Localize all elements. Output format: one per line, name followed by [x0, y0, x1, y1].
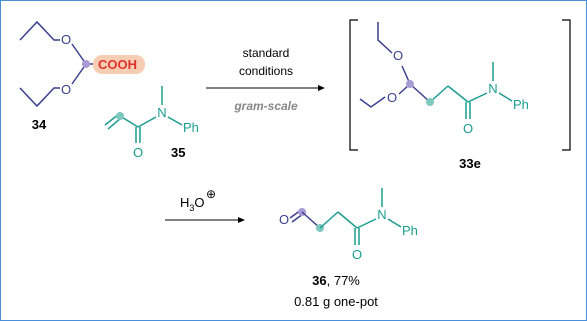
compound-36-bond-ch2-co — [337, 211, 358, 229]
compound-35-radical-acceptor-dot — [116, 112, 124, 120]
compound-34-bond-ch-o — [71, 63, 87, 85]
compound-36-bond-cho-ch2 — [301, 211, 321, 229]
arrow2-head — [238, 217, 245, 223]
compound-33e-bond-c-n — [467, 92, 488, 103]
compound-33e-purple-dot — [406, 80, 414, 88]
compound-34-radical-dot — [82, 60, 90, 68]
reaction-arrow-2: H3O ⊕ — [165, 187, 245, 223]
arrow1-scale-note: gram-scale — [233, 99, 298, 113]
compound-36-n-ph-bond — [387, 218, 402, 228]
compound-34-ethoxy-bottom — [19, 87, 60, 108]
arrow1-conditions-line2: conditions — [239, 64, 293, 78]
compound-33e-bond-ch-ch2 — [409, 83, 431, 103]
bracket-right — [562, 19, 571, 151]
compound-34-ethoxy-top — [19, 20, 60, 41]
compound-33e-nitrogen: N — [488, 81, 497, 96]
compound-36-scale-note: 0.81 g one-pot — [294, 294, 378, 309]
compound-34-label: 34 — [32, 117, 47, 132]
compound-35: O N Ph 35 — [104, 86, 199, 160]
arrow1-conditions-line1: standard — [243, 46, 290, 60]
compound-35-vinyl-bond-2 — [107, 117, 122, 130]
compound-35-nitrogen: N — [157, 105, 166, 120]
compound-35-phenyl: Ph — [183, 120, 199, 135]
compound-33e-label: 33e — [459, 156, 481, 171]
arrow1-head — [318, 85, 325, 91]
compound-33e-ethoxy-bottom — [359, 96, 386, 108]
compound-33e-oxygen-bottom: O — [387, 90, 397, 105]
compound-34-cooh-highlight — [93, 55, 145, 74]
compound-33e-ethoxy-top — [377, 22, 393, 54]
reaction-arrow-1: standard conditions gram-scale — [206, 46, 325, 113]
compound-33e-bond-ch2-co — [447, 85, 469, 103]
compound-34-bond-o-ch — [71, 43, 87, 65]
bracket-left — [349, 19, 358, 151]
compound-36-nitrogen: N — [377, 207, 386, 222]
compound-35-n-ph-bond — [167, 116, 183, 126]
compound-36-bond-ch2-ch2 — [319, 211, 339, 229]
compound-33e: O O O N Ph 33e — [359, 22, 529, 171]
arrow2-charge: ⊕ — [206, 187, 216, 201]
compound-36-oxygen-carbonyl: O — [352, 247, 362, 262]
compound-36-oxygen-aldehyde: O — [279, 212, 289, 227]
compound-36: O O N Ph 36, 77% 0.81 g one-pot — [279, 188, 418, 309]
compound-36-bond-c-n — [356, 218, 377, 229]
compound-33e-oxygen-carbonyl: O — [463, 121, 473, 136]
compound-36-phenyl: Ph — [402, 223, 418, 238]
compound-36-label-yield: 36, 77% — [312, 273, 360, 288]
compound-34-oxygen-top: O — [61, 32, 71, 47]
compound-34: O COOH O 34 — [19, 20, 145, 132]
compound-33e-teal-dot — [426, 98, 434, 106]
compound-35-bond-c-n — [137, 116, 157, 128]
compound-35-oxygen: O — [133, 145, 143, 160]
compound-34-cooh: COOH — [98, 57, 137, 72]
arrow2-reagent: H3O — [180, 195, 205, 213]
compound-33e-oxygen-top: O — [393, 48, 403, 63]
compound-33e-bond-ch2-ch2 — [429, 85, 449, 103]
compound-35-label: 35 — [171, 145, 185, 160]
compound-34-oxygen-bottom: O — [61, 82, 71, 97]
compound-33e-phenyl: Ph — [513, 97, 529, 112]
compound-33e-n-ph-bond — [498, 92, 513, 102]
